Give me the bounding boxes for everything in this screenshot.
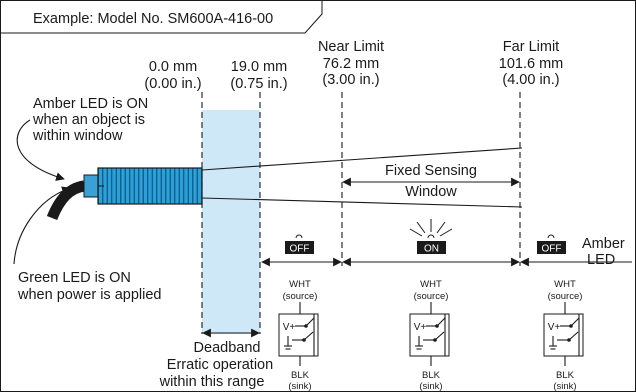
sensor-body bbox=[97, 167, 203, 205]
near-limit-label: Near Limit bbox=[318, 39, 384, 55]
beam-upper bbox=[201, 147, 523, 171]
circuit-blk-label: BLK bbox=[291, 370, 310, 381]
circuit-wht-label: WHT bbox=[554, 279, 576, 290]
amber-note-line3: within window bbox=[32, 128, 123, 144]
led-off-badge-near: OFF bbox=[285, 234, 314, 255]
circuit-sink-label: (sink) bbox=[553, 381, 576, 392]
marker-19mm-inch: (0.75 in.) bbox=[230, 76, 287, 92]
output-circuit-window: WHT (source) V+ BLK (sink) bbox=[409, 279, 450, 392]
circuit-sink-label: (sink) bbox=[288, 381, 311, 392]
far-limit-inch: (4.00 in.) bbox=[502, 72, 559, 88]
green-note-arrow bbox=[13, 186, 71, 265]
deadband-note-line1: Erratic operation bbox=[167, 357, 273, 373]
sensor-lens bbox=[83, 174, 99, 198]
marker-0mm-mm: 0.0 mm bbox=[149, 59, 197, 75]
beam-lower bbox=[201, 197, 523, 208]
amber-led-label-line1: Amber bbox=[582, 236, 625, 252]
output-circuit-far: WHT (source) V+ BLK (sink) bbox=[543, 279, 584, 392]
far-limit-mm: 101.6 mm bbox=[499, 56, 563, 72]
led-on-badge: ON bbox=[409, 219, 453, 255]
output-circuit-near: WHT (source) V+ BLK (sink) bbox=[278, 279, 319, 392]
sensor-cable bbox=[46, 180, 86, 221]
marker-19mm: 19.0 mm (0.75 in.) bbox=[230, 59, 287, 92]
amber-note-arrow bbox=[16, 119, 65, 181]
amber-led-note: Amber LED is ON when an object is within… bbox=[32, 96, 148, 144]
circuit-source-label: (source) bbox=[283, 291, 318, 302]
circuit-vplus-label: V+ bbox=[548, 322, 561, 333]
fixed-sensing-window: Fixed Sensing Window bbox=[342, 163, 520, 200]
circuit-blk-label: BLK bbox=[556, 370, 575, 381]
led-off-near-text: OFF bbox=[290, 244, 310, 255]
near-limit-mm: 76.2 mm bbox=[323, 56, 379, 72]
near-limit-inch: (3.00 in.) bbox=[322, 72, 379, 88]
fixed-window-line2: Window bbox=[405, 184, 457, 200]
circuit-blk-label: BLK bbox=[422, 370, 441, 381]
circuit-vplus-label: V+ bbox=[414, 322, 427, 333]
far-limit-label: Far Limit bbox=[503, 39, 559, 55]
marker-19mm-mm: 19.0 mm bbox=[231, 59, 287, 75]
marker-0mm-inch: (0.00 in.) bbox=[144, 76, 201, 92]
deadband-label: Deadband bbox=[194, 340, 261, 356]
diagram-title: Example: Model No. SM600A-416-00 bbox=[33, 11, 273, 27]
deadband-note: Deadband Erratic operation within this r… bbox=[159, 340, 274, 390]
green-note-line2: when power is applied bbox=[17, 287, 161, 303]
led-off-far-text: OFF bbox=[542, 244, 562, 255]
led-on-text: ON bbox=[424, 244, 439, 255]
marker-far-limit: Far Limit 101.6 mm (4.00 in.) bbox=[499, 39, 563, 88]
deadband-note-line2: within this range bbox=[159, 374, 265, 390]
title-tab-border bbox=[0, 0, 323, 34]
amber-note-line2: when an object is bbox=[32, 112, 145, 128]
fixed-window-line1: Fixed Sensing bbox=[385, 163, 477, 179]
circuit-source-label: (source) bbox=[548, 291, 583, 302]
circuit-vplus-label: V+ bbox=[283, 322, 296, 333]
circuit-sink-label: (sink) bbox=[419, 381, 442, 392]
marker-near-limit: Near Limit 76.2 mm (3.00 in.) bbox=[318, 39, 384, 88]
led-rays-icon bbox=[409, 219, 453, 237]
amber-led-label: Amber LED bbox=[582, 236, 625, 268]
green-note-line1: Green LED is ON bbox=[18, 270, 131, 286]
marker-0mm: 0.0 mm (0.00 in.) bbox=[144, 59, 201, 92]
circuit-wht-label: WHT bbox=[289, 279, 311, 290]
green-led-note: Green LED is ON when power is applied bbox=[17, 270, 161, 303]
circuit-source-label: (source) bbox=[414, 291, 449, 302]
amber-led-label-line2: LED bbox=[587, 252, 615, 268]
amber-note-line1: Amber LED is ON bbox=[33, 96, 148, 112]
circuit-wht-label: WHT bbox=[420, 279, 442, 290]
led-off-badge-far: OFF bbox=[537, 234, 566, 255]
deadband-region bbox=[202, 110, 260, 334]
